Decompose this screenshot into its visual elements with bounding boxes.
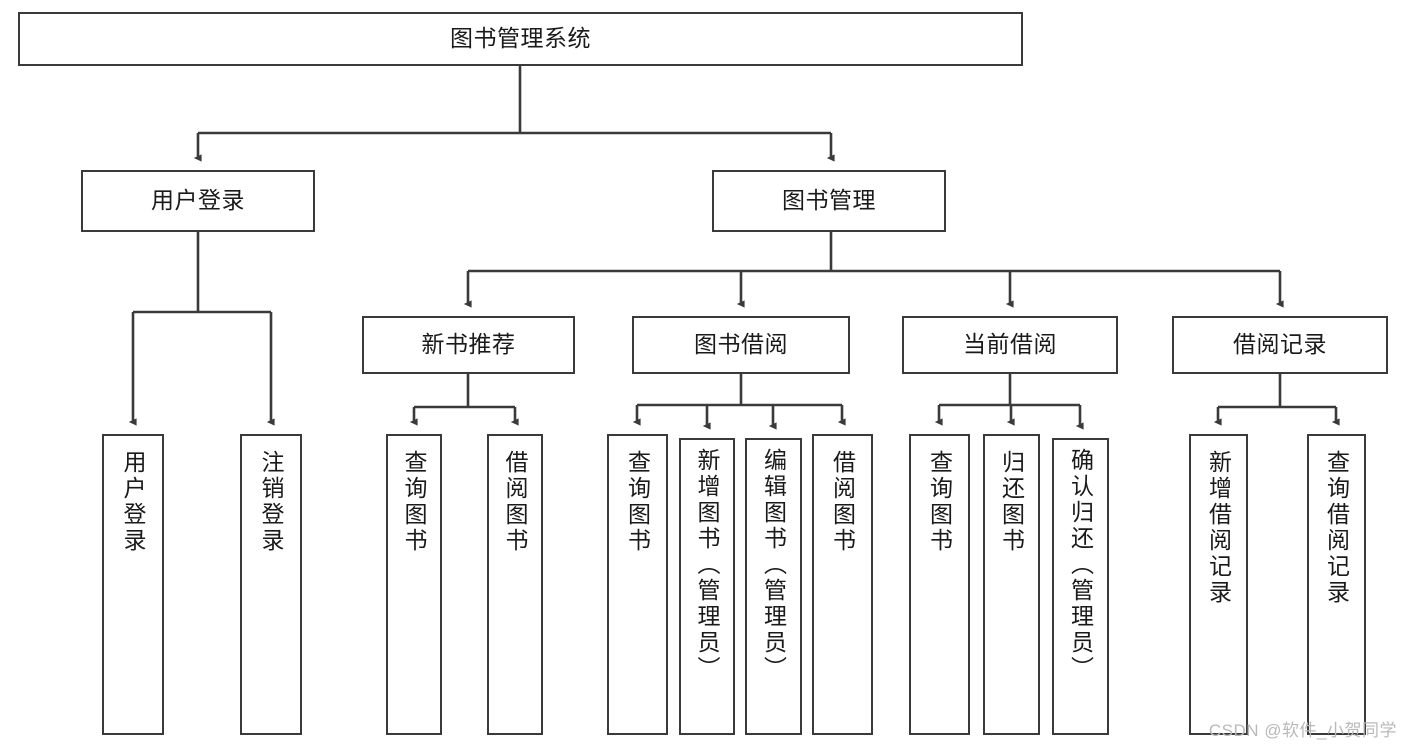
node-label-leaf-return-book: 归还图书 xyxy=(998,450,1025,554)
node-leaf-user-login[interactable]: 用户登录 xyxy=(102,434,164,735)
node-label-leaf-query-record: 查询借阅记录 xyxy=(1323,450,1350,606)
node-leaf-edit-book[interactable]: 编辑图书（管理员） xyxy=(745,438,802,735)
node-label-leaf-add-record: 新增借阅记录 xyxy=(1205,450,1232,606)
node-label-leaf-query-book-3: 查询图书 xyxy=(926,450,953,554)
node-leaf-query-book-3[interactable]: 查询图书 xyxy=(909,434,970,735)
node-leaf-add-book[interactable]: 新增图书（管理员） xyxy=(679,438,735,735)
node-borrowing-record[interactable]: 借阅记录 xyxy=(1172,316,1388,374)
node-leaf-add-record[interactable]: 新增借阅记录 xyxy=(1189,434,1248,735)
node-leaf-return-book[interactable]: 归还图书 xyxy=(983,434,1040,735)
node-leaf-confirm-return[interactable]: 确认归还（管理员） xyxy=(1052,438,1109,735)
node-leaf-borrow-book-2[interactable]: 借阅图书 xyxy=(812,434,873,735)
node-label-leaf-borrow-book-2: 借阅图书 xyxy=(829,450,856,554)
node-book-borrowing[interactable]: 图书借阅 xyxy=(632,316,850,374)
node-label-book-management: 图书管理 xyxy=(782,187,876,214)
node-label-leaf-query-book-2: 查询图书 xyxy=(624,450,651,554)
node-label-leaf-logout: 注销登录 xyxy=(258,450,285,554)
node-label-leaf-borrow-book-1: 借阅图书 xyxy=(502,450,529,554)
node-label-root-system: 图书管理系统 xyxy=(450,25,591,52)
node-root-system[interactable]: 图书管理系统 xyxy=(18,12,1023,66)
node-label-leaf-edit-book: 编辑图书（管理员） xyxy=(760,448,787,682)
node-book-management[interactable]: 图书管理 xyxy=(712,170,946,232)
node-label-leaf-add-book: 新增图书（管理员） xyxy=(694,448,721,682)
node-new-book-recommendation[interactable]: 新书推荐 xyxy=(362,316,575,374)
node-current-borrowing[interactable]: 当前借阅 xyxy=(902,316,1118,374)
node-label-borrowing-record: 借阅记录 xyxy=(1233,331,1327,358)
node-label-user-login: 用户登录 xyxy=(151,187,245,214)
node-label-leaf-confirm-return: 确认归还（管理员） xyxy=(1067,448,1094,682)
node-leaf-logout[interactable]: 注销登录 xyxy=(240,434,302,735)
node-label-leaf-query-book-1: 查询图书 xyxy=(401,450,428,554)
node-label-current-borrowing: 当前借阅 xyxy=(963,331,1057,358)
node-leaf-query-book-2[interactable]: 查询图书 xyxy=(607,434,668,735)
node-leaf-borrow-book-1[interactable]: 借阅图书 xyxy=(487,434,543,735)
node-label-new-book-recommendation: 新书推荐 xyxy=(421,331,516,358)
node-leaf-query-book-1[interactable]: 查询图书 xyxy=(386,434,442,735)
node-label-book-borrowing: 图书借阅 xyxy=(694,331,788,358)
node-leaf-query-record[interactable]: 查询借阅记录 xyxy=(1307,434,1366,735)
node-user-login[interactable]: 用户登录 xyxy=(81,170,315,232)
node-label-leaf-user-login: 用户登录 xyxy=(120,450,147,554)
